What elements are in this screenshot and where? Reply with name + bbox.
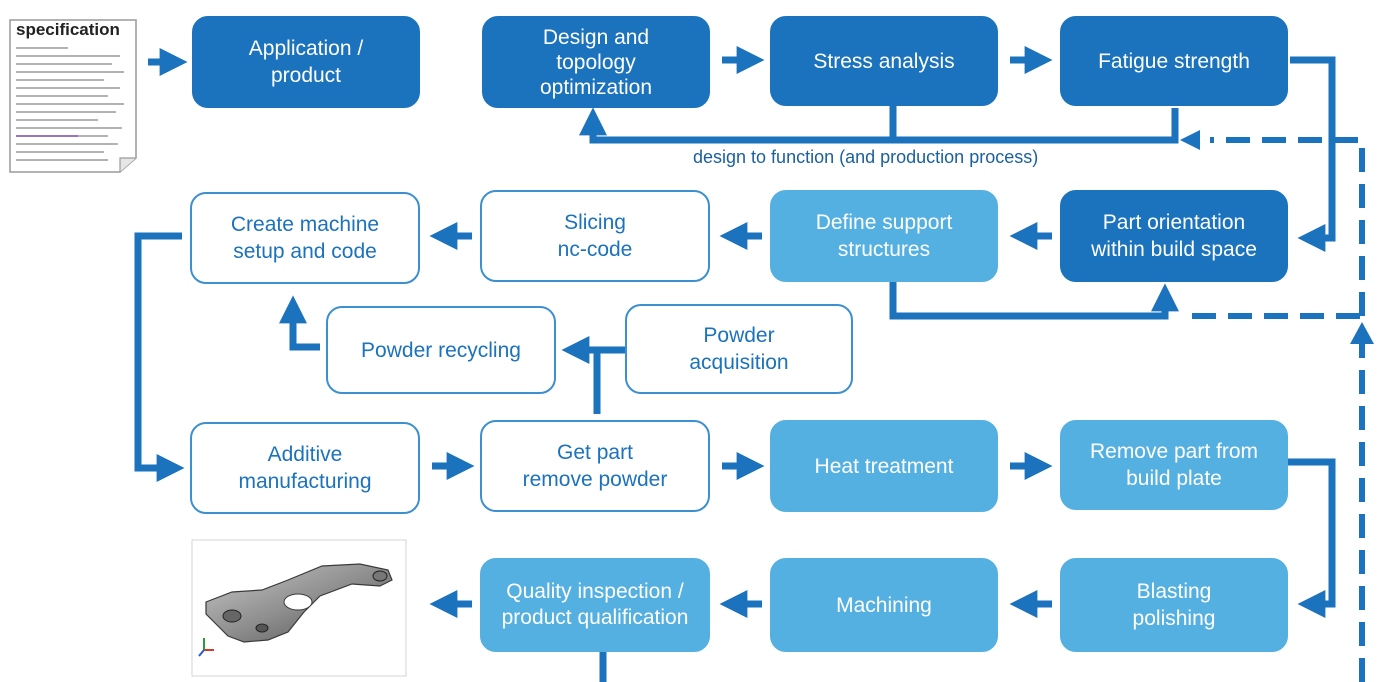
arrow-support-loop-to-orientation	[889, 282, 1179, 320]
powder-recycling-box: Powder recycling	[326, 306, 556, 394]
part-rendering	[191, 539, 407, 677]
arrow-getpart-to-recycling	[561, 336, 601, 414]
create-machine-setup-box: Create machine setup and code	[190, 192, 420, 284]
arrow-fatigue-to-orientation	[1290, 56, 1336, 252]
arrow-create-to-additive	[134, 232, 185, 482]
powder-acquisition-box: Powder acquisition	[625, 304, 853, 394]
machining-box: Machining	[770, 558, 998, 652]
get-part-remove-powder-box: Get part remove powder	[480, 420, 710, 512]
heat-treatment-box: Heat treatment	[770, 420, 998, 512]
feedback-loop-label: design to function (and production proce…	[693, 147, 1039, 167]
slicing-nc-code-box: Slicing nc-code	[480, 190, 710, 282]
feedback-arrowhead	[1180, 130, 1200, 150]
remove-part-from-build-plate-box: Remove part from build plate	[1060, 420, 1288, 510]
document-graphic	[9, 19, 137, 173]
fatigue-strength-box: Fatigue strength	[1060, 16, 1288, 106]
part-orientation-box: Part orientation within build space	[1060, 190, 1288, 282]
arrow-recycling-to-create	[279, 295, 320, 351]
dashed-upper-line	[1210, 137, 1365, 316]
specification-document-icon: specification	[8, 18, 140, 174]
application-product-box: Application / product	[192, 16, 420, 108]
dashed-arrowhead	[1350, 322, 1374, 344]
arrow-remove-to-blasting	[1288, 458, 1336, 618]
stress-analysis-box: Stress analysis	[770, 16, 998, 106]
define-support-structures-box: Define support structures	[770, 190, 998, 282]
additive-manufacturing-box: Additive manufacturing	[190, 422, 420, 514]
feedback-loop-line	[579, 107, 1179, 144]
design-topology-optimization-box: Design and topology optimization	[482, 16, 710, 108]
blasting-polishing-box: Blasting polishing	[1060, 558, 1288, 652]
quality-inspection-box: Quality inspection / product qualificati…	[480, 558, 710, 652]
specification-title: specification	[16, 20, 120, 39]
final-part-image	[191, 539, 407, 677]
